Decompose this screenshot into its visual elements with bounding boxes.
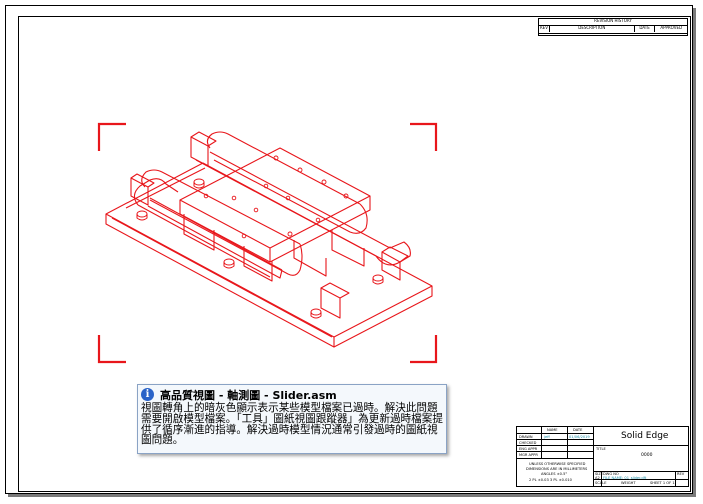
tooltip-body: 視圖轉角上的暗灰色顯示表示某些模型檔案已過時。解決此問題需要開啟模型檔案。「工具…	[141, 402, 443, 447]
title-block-rev-label: REV	[677, 472, 685, 476]
rev-col-approved: APPROVED	[660, 25, 683, 30]
slider-assembly	[105, 131, 433, 348]
title-block-scale-label: SCALE	[595, 481, 607, 485]
title-block-size-value: A2	[595, 476, 600, 480]
title-block-note-1: UNLESS OTHERWISE SPECIFIED	[529, 462, 586, 466]
title-block-title-label: TITLE	[596, 447, 606, 451]
solid-edge-brand: Solid Edge	[621, 431, 669, 441]
rev-col-description: DESCRIPTION	[550, 26, 635, 32]
rev-col-rev: REV	[539, 25, 550, 32]
title-block-sheet-label: SHEET 1 OF 1	[650, 481, 675, 485]
sheet-border	[18, 16, 691, 492]
title-block-size-label: SIZE	[595, 472, 604, 476]
revision-history-title: REVISION HISTORY	[539, 19, 687, 26]
info-tooltip: i 高品質視圖 - 軸測圖 - Slider.asm 視圖轉角上的暗灰色顯示表示…	[137, 384, 447, 454]
title-block-drawn-date: 01/06/2019	[569, 435, 590, 439]
info-icon: i	[141, 388, 154, 401]
title-block-dwg-label: DWG NO	[603, 472, 619, 476]
title-block-checked: CHECKED	[519, 441, 537, 445]
title-block-drawn: DRAWN	[519, 435, 533, 439]
title-block-date-label: DATE	[573, 428, 583, 432]
revision-history-table: REVISION HISTORY REV DESCRIPTION DATE AP…	[538, 18, 688, 36]
title-block-name-label: NAME	[547, 428, 558, 432]
title-block-note-4: 2 PL ±0.03 3 PL ±0.010	[529, 478, 572, 482]
title-block-title-value: 0000	[641, 453, 653, 458]
title-block-eng-appr: ENG APPR	[519, 447, 538, 451]
title-block-file-name: FILE NAME: 01_slider.dft	[603, 476, 647, 480]
title-block: NAME DATE DRAWN CHECKED ENG APPR MGR APP…	[516, 426, 689, 487]
title-block-note-3: ANGLES ±0.5°	[541, 472, 568, 476]
view-corner-brackets	[97, 122, 438, 364]
title-block-drawn-name: jeff	[544, 435, 550, 439]
title-block-mgr-appr: MGR APPR	[519, 453, 538, 457]
rev-col-date: DATE	[635, 26, 656, 32]
title-block-note-2: DIMENSIONS ARE IN MILLIMETERS	[526, 467, 588, 471]
title-block-weight-label: WEIGHT	[621, 481, 636, 485]
tooltip-title: 高品質視圖 - 軸測圖 - Slider.asm	[160, 389, 337, 402]
